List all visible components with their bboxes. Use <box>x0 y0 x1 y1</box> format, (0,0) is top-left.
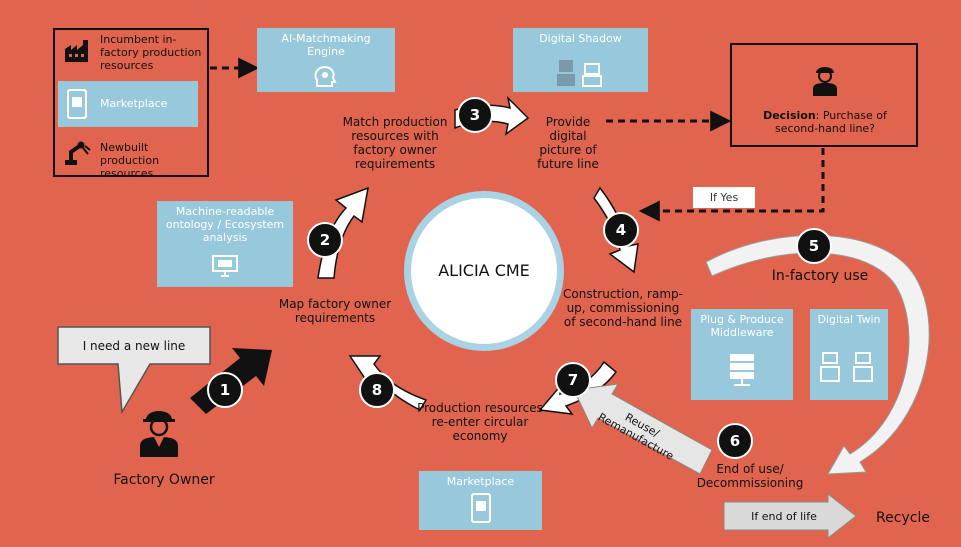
label-end-of-use: End of use/ Decommissioning <box>696 462 804 490</box>
label-in-factory: In-factory use <box>771 268 869 284</box>
server-icon <box>730 354 754 386</box>
legend-box: Incumbent in-factory production resource… <box>53 28 209 180</box>
digital-twin-label: Digital Twin <box>817 313 881 326</box>
brain-gear-icon <box>314 65 337 87</box>
decision-rest: : Purchase of second-hand line? <box>774 109 887 135</box>
monitor-icon <box>212 255 238 277</box>
label-recycle: Recycle <box>876 510 930 526</box>
label-factory-owner: Factory Owner <box>113 472 215 488</box>
step-3-badge: 3 <box>457 97 493 133</box>
ai-matchmaking-label: AI-Matchmaking Engine <box>281 32 371 58</box>
step-5-badge: 5 <box>796 228 832 264</box>
ai-matchmaking-box: AI-Matchmaking Engine <box>257 28 395 92</box>
dashed-connector-decision-ifyes <box>638 148 825 222</box>
step-2-badge: 2 <box>307 222 343 258</box>
step-1-badge: 1 <box>207 372 243 408</box>
label-if-end-of-life: If end of life <box>751 510 817 523</box>
digital-shadow-box: Digital Shadow <box>513 28 648 92</box>
decision-bold: Decision <box>763 109 816 122</box>
marketplace-bottom-label: Marketplace <box>446 475 515 488</box>
label-map: Map factory owner requirements <box>278 297 392 325</box>
digital-twin-box: Digital Twin <box>810 309 888 400</box>
speech-text: I need a new line <box>82 339 186 353</box>
step-4-badge: 4 <box>603 212 639 248</box>
twin-robots-icon <box>820 352 873 382</box>
decision-box: Decision: Purchase of second-hand line? <box>730 43 918 147</box>
speech-bubble <box>57 326 211 415</box>
ontology-box: Machine-readable ontology / Ecosystem an… <box>157 201 293 287</box>
plug-produce-box: Plug & Produce Middleware <box>691 309 793 400</box>
step5-arc <box>705 234 930 475</box>
step-8-badge: 8 <box>359 372 395 408</box>
legend-incumbent: Incumbent in-factory production resource… <box>100 33 202 72</box>
tablet-icon <box>471 493 491 523</box>
step-6-badge: 6 <box>717 423 753 459</box>
step-7-badge: 7 <box>555 362 591 398</box>
worker-icon <box>813 67 837 96</box>
label-reenter: Production resources re-enter circular e… <box>417 401 543 443</box>
robot-icon <box>557 60 602 87</box>
tablet-icon <box>67 89 87 119</box>
ontology-label: Machine-readable ontology / Ecosystem an… <box>165 205 285 244</box>
robot-arm-icon <box>65 141 91 165</box>
plug-produce-label: Plug & Produce Middleware <box>700 313 784 339</box>
factory-icon <box>65 40 88 62</box>
if-yes-box: If Yes <box>693 187 755 208</box>
legend-marketplace-label: Marketplace <box>100 97 168 110</box>
marketplace-bottom-box: Marketplace <box>419 471 542 530</box>
factory-owner-icon <box>140 411 178 457</box>
label-provide: Provide digital picture of future line <box>537 115 599 171</box>
reuse-arrow <box>573 383 713 475</box>
digital-shadow-label: Digital Shadow <box>539 32 622 45</box>
decision-text: Decision: Purchase of second-hand line? <box>740 109 910 135</box>
end-of-life-arrow <box>723 492 857 540</box>
alicia-cme-circle: ALICIA CME <box>404 191 564 351</box>
legend-newbuilt: Newbuilt production resources <box>100 141 160 180</box>
label-match: Match production resources with factory … <box>342 115 448 171</box>
legend-marketplace: Marketplace <box>58 81 198 127</box>
label-construction: Construction, ramp-up, commissioning of … <box>563 287 683 329</box>
